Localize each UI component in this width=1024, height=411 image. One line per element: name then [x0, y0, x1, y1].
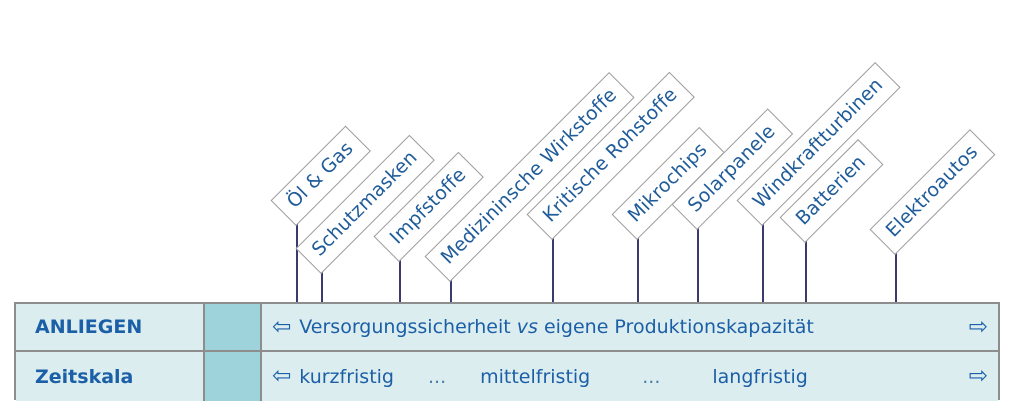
- table-row: ANLIEGEN ⇦ Versorgungssicherheit vs eige…: [16, 304, 998, 352]
- concern-text-after: eigene Produktionskapazität: [537, 316, 814, 338]
- timescale-track: kurzfristig... mittelfristig... langfristi…: [299, 366, 998, 388]
- row-header-zeitskala: Zeitskala: [16, 352, 205, 401]
- row-content-zeitskala: ⇦ kurzfristig... mittelfristig... langfris…: [262, 352, 998, 401]
- arrow-right-icon: ⇨: [968, 363, 988, 389]
- connector-stem: [552, 238, 554, 302]
- arrow-right-icon: ⇨: [968, 313, 988, 340]
- connector-stem: [637, 238, 639, 302]
- row-accent-cell-anliegen: [205, 304, 262, 350]
- connector-stem: [895, 253, 897, 302]
- arrow-left-icon: ⇦: [272, 363, 292, 389]
- connector-stem: [321, 272, 323, 302]
- connector-stem: [450, 280, 452, 302]
- table-row: Zeitskala ⇦ kurzfristig... mittelfristig.…: [16, 352, 998, 401]
- connector-stem: [805, 241, 807, 302]
- timescale-dots-2: ...: [642, 365, 661, 388]
- concern-text-before: Versorgungssicherheit: [299, 316, 517, 338]
- category-tag: Elektroautos: [869, 128, 996, 255]
- timescale-dots-1: ...: [428, 365, 447, 388]
- connector-stem: [399, 260, 401, 302]
- row-content-anliegen: ⇦ Versorgungssicherheit vs eigene Produk…: [262, 304, 998, 350]
- row-accent-cell-zeitskala: [205, 352, 262, 401]
- matrix-table: ANLIEGEN ⇦ Versorgungssicherheit vs eige…: [14, 302, 1000, 401]
- concern-axis-label: Versorgungssicherheit vs eigene Produkti…: [299, 316, 814, 338]
- timescale-mid: mittelfristig: [480, 365, 591, 388]
- timescale-short: kurzfristig: [299, 365, 394, 388]
- connector-stem: [697, 228, 699, 302]
- connector-stem: [296, 224, 298, 302]
- timescale-long: langfristig: [712, 365, 808, 388]
- concern-text-vs: vs: [516, 316, 538, 338]
- connector-stem: [762, 224, 764, 302]
- row-header-anliegen: ANLIEGEN: [16, 304, 205, 350]
- arrow-left-icon: ⇦: [272, 313, 292, 340]
